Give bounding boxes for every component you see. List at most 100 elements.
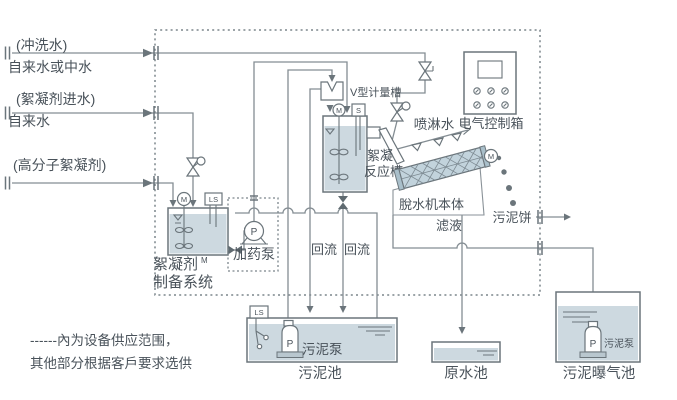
screw-motor-label: M (488, 152, 494, 161)
feed-chute (378, 127, 405, 165)
spray-nozzle-icon (450, 132, 463, 142)
note-line-2: 其他部分根据客戶要求选供 (30, 355, 192, 371)
spray-end-arrow (460, 125, 472, 135)
flush-valve (417, 61, 434, 81)
feed2-label-top: (絮凝剂进水) (16, 91, 95, 107)
sludge-cake-dot (506, 185, 512, 191)
reaction-tank-water (324, 126, 366, 191)
spray-valve (389, 101, 411, 122)
dosing-pump-base (240, 237, 268, 245)
prep-level-probes (209, 205, 217, 227)
reaction-level-switch-box (351, 103, 366, 117)
dosing-pump-label: 加药泵 (233, 246, 275, 262)
sludge-pool-unit: LS P 污泥泵 污泥池 (246, 305, 398, 382)
sludge-pool-ripples (358, 326, 392, 336)
feed3-label-top: (高分子絮凝剂) (13, 157, 106, 173)
aeration-pool-ripples (563, 311, 597, 323)
reaction-mixer-motor-icon (332, 103, 346, 117)
cake-and-filtrate: 污泥饼 滤液 (436, 155, 532, 233)
flocculation-reaction-tank: M S 絮凝 反应槽 (322, 103, 405, 193)
float-switch-lines (255, 318, 265, 345)
dewatering-machine: M 脫水机本体 (392, 145, 499, 216)
filtrate-label: 滤液 (436, 218, 462, 233)
polymer-pipe (12, 182, 174, 200)
control-box-label: 电气控制箱 (458, 116, 523, 131)
prep-motor-label: M (181, 195, 187, 204)
sludge-pump-symbol: P (287, 339, 294, 350)
v-tank-label: V型计量槽 (350, 85, 401, 99)
v-tank-icon (320, 81, 344, 101)
overflow-return-pipe (309, 88, 321, 306)
prep-watermark: M (201, 256, 208, 265)
prep-tank-water (169, 214, 227, 254)
spray-nozzle-icon (432, 137, 445, 147)
reaction-label-2: 反应槽 (364, 164, 403, 179)
raw-pool-ripples (477, 350, 497, 356)
reflux-label-2: 回流 (344, 242, 370, 257)
aeration-pool-unit: P 污泥泵 污泥曝气池 (555, 291, 641, 382)
dosing-pump-icon (243, 220, 265, 242)
control-box-display (477, 60, 503, 79)
dewater-body-label: 脫水机本体 (399, 197, 464, 212)
prep-mixer-motor-icon (176, 191, 192, 207)
flocculant-feedwater-pipe (12, 112, 194, 200)
raw-water-pool-label: 原水池 (444, 365, 488, 382)
sludge-pool-label: 污泥池 (298, 365, 342, 382)
reflux-label-1: 回流 (311, 242, 337, 257)
control-box-body (463, 51, 517, 115)
flocculant-prep-system: M LS 絮凝剂 M 制备系统 (153, 191, 229, 291)
note-line-1: ------內为设备供应范围， (30, 332, 178, 348)
dosing-discharge-pipe (253, 61, 348, 222)
control-box-buttons (473, 87, 509, 109)
sludge-cake-dot (510, 200, 516, 206)
aeration-pump-base (579, 351, 607, 358)
screw-motor-icon (483, 148, 499, 164)
screw-press-body (393, 145, 491, 191)
electric-control-box: 电气控制箱 (458, 51, 524, 131)
sludge-pool-water (249, 324, 395, 361)
prep-level-switch-box (204, 192, 223, 206)
sludge-feed-pipe (287, 69, 333, 321)
supply-scope-dashed-border (154, 29, 541, 296)
reaction-level-probes (355, 116, 361, 156)
reaction-motor-label: M (336, 108, 342, 115)
spray-nozzle-icon (410, 142, 423, 152)
reaction-water-level-icon (324, 128, 336, 135)
dosing-pump-dashed-box (227, 197, 279, 272)
prep-system-label-1: 絮凝剂 (153, 256, 198, 273)
reaction-outlet-box (366, 126, 381, 139)
reaction-drain-valve (338, 196, 348, 209)
prep-water-level-icon (172, 214, 184, 224)
raw-water-pool-water (434, 348, 498, 361)
reaction-label-1: 絮凝 (367, 148, 393, 163)
feedwater-valve (185, 156, 206, 177)
spray-header-pipe (385, 129, 469, 153)
float-ball-icon (263, 334, 269, 341)
sludge-cake-dot (501, 169, 507, 175)
sludge-cake-label: 污泥饼 (492, 210, 531, 225)
valves (185, 61, 434, 255)
sludge-cake-dot (496, 155, 502, 161)
v-metering-tank: V型计量槽 (320, 81, 401, 101)
prep-system-label-2: 制备系统 (153, 274, 213, 291)
dosing-pump-symbol: P (251, 227, 258, 238)
aeration-pump-icon (584, 325, 602, 353)
feed2-label-bottom: 自来水 (8, 113, 50, 129)
feed1-label-top: (冲洗水) (16, 37, 67, 53)
spray-water-label: 喷淋水 (414, 117, 455, 132)
sludge-pump-label: 污泥泵 (302, 342, 343, 357)
boundary-marks (4, 46, 543, 255)
aeration-pump-label: 污泥泵 (604, 337, 634, 350)
dosing-pump-unit: P 加药泵 (227, 197, 279, 272)
feed1-label-bottom: 自来水或中水 (8, 59, 92, 75)
pool-level-switch-label: LS (254, 308, 263, 317)
spray-line: 喷淋水 (410, 117, 463, 152)
sludge-pump-base (276, 351, 304, 358)
prep-outlet-valve (228, 245, 242, 255)
float-ball-icon (256, 343, 263, 350)
aeration-pool-label: 污泥曝气池 (563, 365, 636, 382)
pool-level-switch-box (249, 305, 269, 319)
raw-water-pool-unit: 原水池 (431, 341, 501, 382)
